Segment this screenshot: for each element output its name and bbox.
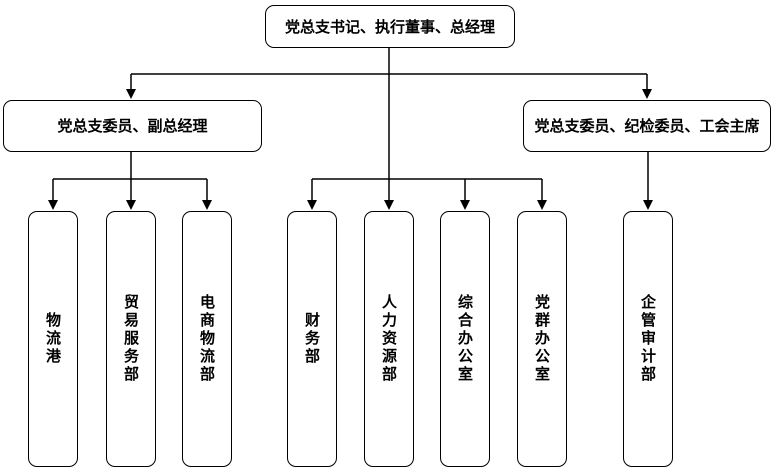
edge-to-dept-hr <box>384 179 394 210</box>
edge-to-dept-logistics-port <box>48 179 58 210</box>
node-party-secretary-director-gm: 党总支书记、执行董事、总经理 <box>265 5 515 48</box>
edge-to-dept-party-mass-office <box>537 179 547 210</box>
node-label: 电商物流部 <box>198 294 216 384</box>
arrow-down-icon <box>643 200 653 210</box>
node-dept-enterprise-audit: 企管审计部 <box>623 211 673 467</box>
edge-deputy-gm-stem <box>53 152 207 180</box>
node-label: 物流港 <box>44 312 62 366</box>
node-committee-discipline-union: 党总支委员、纪检委员、工会主席 <box>523 100 771 152</box>
node-dept-finance: 财务部 <box>287 211 337 467</box>
arrow-down-icon <box>537 200 547 210</box>
node-label: 党总支委员、副总经理 <box>57 117 208 135</box>
edge-to-dept-general-office <box>460 179 470 210</box>
edge-to-dept-audit <box>643 152 653 210</box>
node-dept-ecommerce-logistics: 电商物流部 <box>182 211 232 467</box>
node-dept-party-mass-office: 党群办公室 <box>517 211 567 467</box>
arrow-down-icon <box>307 200 317 210</box>
node-dept-logistics-port: 物流港 <box>28 211 78 467</box>
node-label: 党群办公室 <box>533 294 551 384</box>
arrow-down-icon <box>48 200 58 210</box>
node-label: 综合办公室 <box>456 294 474 384</box>
edge-to-dept-ecommerce-logistics <box>202 179 212 210</box>
node-label: 企管审计部 <box>639 294 657 384</box>
node-label: 贸易服务部 <box>122 294 140 384</box>
node-dept-general-office: 综合办公室 <box>440 211 490 467</box>
node-label: 党总支委员、纪检委员、工会主席 <box>534 117 760 135</box>
arrow-down-icon <box>460 200 470 210</box>
arrow-down-icon <box>384 200 394 210</box>
node-label: 财务部 <box>303 312 321 366</box>
node-committee-deputy-gm: 党总支委员、副总经理 <box>3 100 262 152</box>
edge-root-to-deputy-gm <box>126 74 136 99</box>
edge-root-to-discipline-union <box>642 74 652 99</box>
arrow-down-icon <box>126 200 136 210</box>
node-label: 人力资源部 <box>380 294 398 384</box>
edge-to-dept-trade-service <box>126 179 136 210</box>
edge-to-dept-finance <box>307 179 317 210</box>
arrow-down-icon <box>126 89 136 99</box>
arrow-down-icon <box>202 200 212 210</box>
node-dept-trade-service: 贸易服务部 <box>106 211 156 467</box>
node-label: 党总支书记、执行董事、总经理 <box>284 17 495 36</box>
arrow-down-icon <box>642 89 652 99</box>
node-dept-human-resources: 人力资源部 <box>364 211 414 467</box>
